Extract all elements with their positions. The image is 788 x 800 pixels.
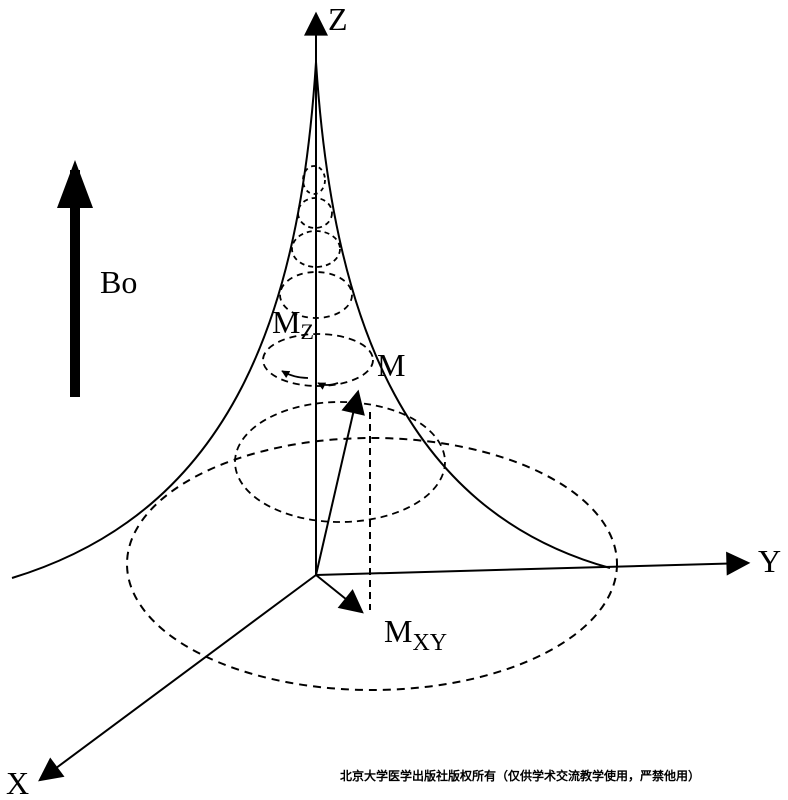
mxy-label-sub: XY: [412, 630, 447, 656]
mz-label: MZ: [272, 304, 314, 344]
bo-label: Bo: [100, 264, 137, 300]
cusp-curve-right: [315, 61, 611, 569]
z-axis-label: Z: [328, 1, 348, 37]
transverse-magnetization-vector: [315, 574, 364, 614]
mz-label-main: M: [272, 304, 300, 340]
mxy-label-main: M: [384, 613, 412, 649]
precession-circle-3: [279, 271, 353, 319]
y-axis-label: Y: [758, 543, 781, 579]
precession-circle-0: [302, 165, 326, 195]
precession-circle-base: [126, 437, 618, 691]
precession-circle-1: [297, 197, 333, 229]
precession-circle-2: [291, 230, 341, 268]
y-axis: [315, 551, 751, 576]
bo-field-arrowhead: [57, 160, 93, 208]
cusp-curve-left: [11, 61, 317, 579]
x-axis-label: X: [6, 765, 29, 800]
copyright-note: 北京大学医学出版社版权所有（仅供学术交流教学使用，严禁他用）: [340, 768, 700, 783]
x-axis: [38, 574, 317, 782]
mxy-label: MXY: [384, 613, 447, 656]
m-label: M: [377, 347, 405, 383]
magnetization-vector: [315, 389, 365, 576]
precession-rotation-arrow-1: [317, 382, 339, 390]
precession-circle-4: [262, 333, 374, 387]
mz-label-sub: Z: [300, 319, 313, 344]
precession-rotation-arrow-2: [281, 370, 309, 379]
precession-circle-5: [234, 401, 446, 523]
